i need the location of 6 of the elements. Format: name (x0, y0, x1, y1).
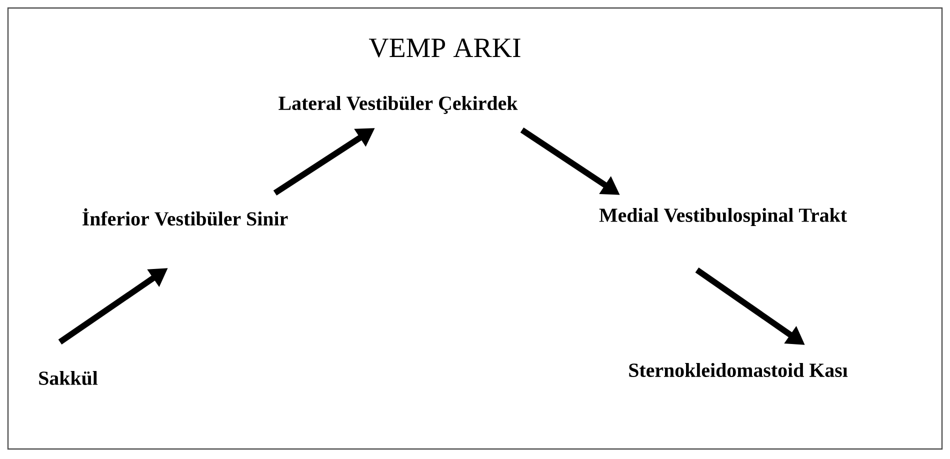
node-label: İnferior Vestibüler Sinir (82, 208, 288, 226)
node-label: Medial Vestibulospinal Trakt (599, 208, 847, 226)
title: VEMP ARKI (368, 38, 520, 58)
node-label: Lateral Vestibüler Çekirdek (278, 96, 518, 114)
node-label: Sternokleidomastoid Kası (629, 362, 848, 377)
node-label: Sakkül (39, 370, 98, 386)
